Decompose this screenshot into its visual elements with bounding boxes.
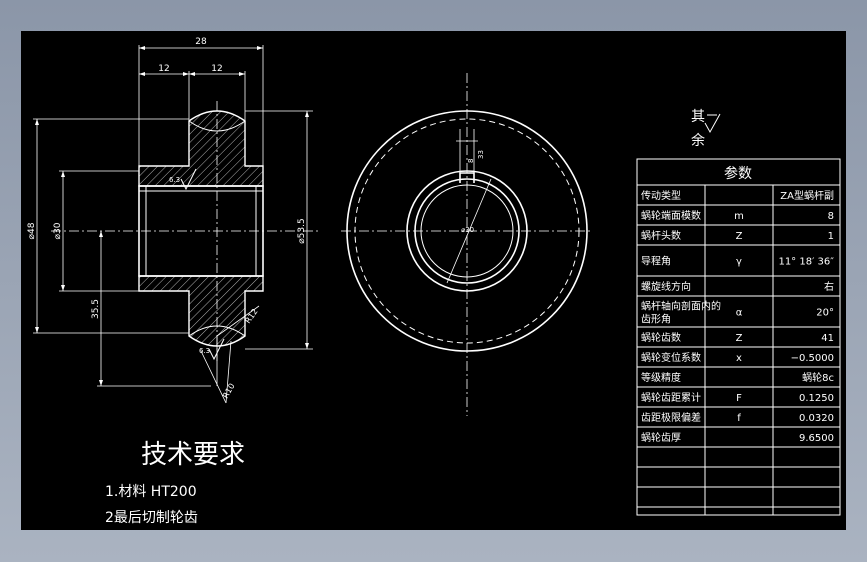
param-name: 齿距极限偏差: [641, 411, 701, 424]
param-name: 传动类型: [641, 189, 681, 202]
dim-overall-width: 28: [195, 37, 207, 47]
param-name: 蜗轮齿数: [641, 331, 681, 344]
param-value: 右: [824, 280, 834, 293]
dim-right-half: 12: [211, 64, 222, 74]
upper-section-hatch: [138, 110, 264, 187]
outer-circle: [346, 110, 588, 352]
dim-left-half: 12: [158, 64, 169, 74]
param-name: 导程角: [641, 256, 671, 268]
param-name: 蜗轮变位系数: [641, 351, 701, 364]
param-symbol: F: [736, 393, 742, 404]
roughness-icon: [180, 168, 197, 191]
dim-bore-dia: ⌀30: [53, 222, 63, 239]
param-symbol: Z: [736, 333, 743, 344]
tech-requirements: 技术要求 1.材料 HT200 2最后切制轮齿: [105, 440, 245, 526]
param-name: 蜗轮齿距累计: [641, 391, 701, 404]
roughness-note: 其 余: [691, 109, 721, 149]
param-symbol: γ: [736, 257, 742, 268]
dim-radius-a: R12: [243, 307, 259, 325]
dim-height-offset: 35.5: [91, 299, 101, 319]
param-name-cont: 齿形角: [641, 314, 671, 326]
note-line1: 其: [691, 109, 705, 125]
roughness-symbol-icon: [704, 113, 721, 134]
param-name: 螺旋线方向: [641, 280, 691, 293]
roughness-value-a: 6.3: [169, 176, 180, 184]
param-name: 蜗轮齿厚: [641, 431, 681, 444]
param-value: 41: [821, 333, 834, 344]
drawing-canvas: 28 12 12 ⌀48 ⌀30 35.5 ⌀53.5 R12: [21, 31, 846, 530]
param-value: 8: [828, 211, 834, 222]
param-value: 蜗轮8c: [802, 371, 834, 384]
param-value: −0.5000: [791, 353, 834, 364]
param-value: 1: [828, 231, 834, 242]
tech-req-item2: 2最后切制轮齿: [105, 510, 198, 526]
param-symbol: α: [736, 308, 743, 319]
keyway: [459, 172, 475, 183]
param-symbol: f: [737, 413, 741, 424]
param-value: 0.1250: [799, 393, 834, 404]
roughness-icon: [208, 338, 225, 361]
bore-circle: [414, 178, 520, 284]
param-symbol: x: [736, 353, 742, 364]
pitch-circle: [354, 118, 580, 344]
param-value: 11° 18′ 36″: [778, 257, 834, 268]
drawing-svg: 28 12 12 ⌀48 ⌀30 35.5 ⌀53.5 R12: [27, 37, 841, 526]
dim-outer-dia: ⌀48: [27, 222, 37, 239]
table-title: 参数: [724, 165, 752, 182]
param-value: ZA型蜗杆副: [780, 189, 834, 202]
dim-view-bore: ⌀30: [461, 226, 474, 234]
dim-keyway-width: 8: [467, 159, 475, 163]
param-value: 9.6500: [799, 433, 834, 444]
param-value: 0.0320: [799, 413, 834, 424]
dim-hub-dia: ⌀53.5: [297, 218, 307, 243]
roughness-value-b: 6.3: [199, 347, 210, 355]
param-name: 蜗轮端面模数: [641, 209, 701, 222]
dim-radius-b: R10: [221, 382, 237, 400]
tech-req-title: 技术要求: [141, 440, 245, 470]
section-view: 28 12 12 ⌀48 ⌀30 35.5 ⌀53.5 R12: [27, 37, 321, 404]
param-value: 20°: [816, 308, 834, 319]
param-symbol: m: [734, 211, 744, 222]
hub-circle: [406, 170, 528, 292]
tech-req-item1: 1.材料 HT200: [105, 484, 197, 500]
param-symbol: Z: [736, 231, 743, 242]
param-name: 蜗杆头数: [641, 229, 681, 242]
param-name: 等级精度: [641, 371, 681, 384]
dim-keyway-depth: 33: [477, 150, 485, 159]
note-line2: 余: [691, 132, 705, 149]
front-view: 8 33 ⌀30: [341, 73, 593, 416]
param-name: 蜗杆轴向剖面内的: [641, 300, 721, 313]
